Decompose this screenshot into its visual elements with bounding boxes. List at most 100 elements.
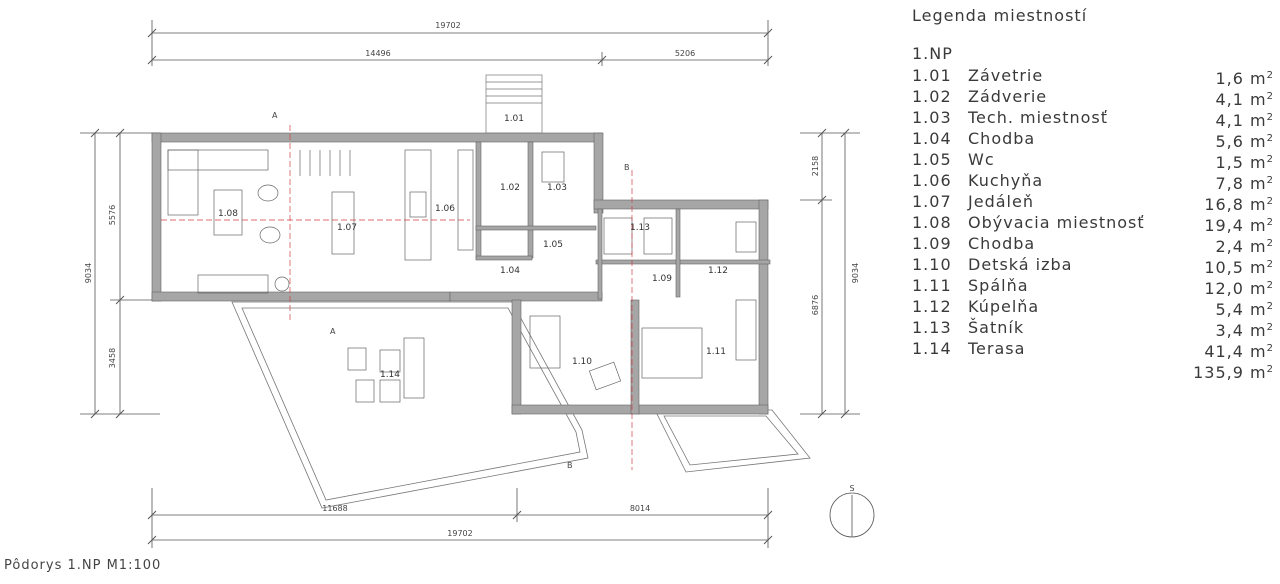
dim-left-upper: 5576 bbox=[108, 205, 117, 225]
legend-room-area-unit: m bbox=[1250, 300, 1267, 319]
dim-bottom-left: 11688 bbox=[322, 504, 347, 513]
legend-room-area-exp: 2 bbox=[1266, 196, 1274, 207]
legend-room-area: 41,4 m2 bbox=[1196, 338, 1274, 361]
dim-top-total: 19702 bbox=[435, 21, 460, 30]
legend-room-name: Wc bbox=[968, 150, 995, 169]
room-label-1.14: 1.14 bbox=[380, 370, 400, 380]
walls bbox=[151, 132, 771, 415]
north-arrow: S bbox=[829, 484, 875, 538]
legend-room-area-exp: 2 bbox=[1266, 175, 1274, 186]
section-lines bbox=[161, 125, 633, 470]
legend-room-area: 4,1 m2 bbox=[1196, 107, 1274, 130]
section-mark-a-bottom: A bbox=[330, 327, 336, 336]
legend-room-area: 1,6 m2 bbox=[1196, 65, 1274, 88]
dim-right-lower: 6876 bbox=[811, 295, 820, 315]
legend-total: 135,9 m2 bbox=[912, 359, 1274, 382]
legend-room-number: 1.01 bbox=[912, 66, 952, 85]
legend-room-area-value: 10,5 bbox=[1204, 258, 1244, 277]
legend-room-area: 10,5 m2 bbox=[1196, 254, 1274, 277]
legend-room-number: 1.09 bbox=[912, 234, 952, 253]
legend-room-name: Spálňa bbox=[968, 276, 1029, 295]
legend-room-area-unit: m bbox=[1250, 216, 1267, 235]
dim-right-upper: 2158 bbox=[811, 156, 820, 176]
room-label-1.12: 1.12 bbox=[708, 266, 728, 276]
dim-bottom-right: 8014 bbox=[630, 504, 650, 513]
legend-room-area-value: 16,8 bbox=[1204, 195, 1244, 214]
legend-room-number: 1.05 bbox=[912, 150, 952, 169]
legend-room-name: Obývacia miestnosť bbox=[968, 213, 1145, 232]
legend-room-name: Kúpelňa bbox=[968, 297, 1040, 316]
legend-room-area-exp: 2 bbox=[1266, 301, 1274, 312]
room-label-1.01: 1.01 bbox=[504, 114, 524, 124]
legend-room-area-exp: 2 bbox=[1266, 343, 1274, 354]
legend-room-name: Detská izba bbox=[968, 255, 1073, 274]
floor-plan: 19702 14496 5206 11688 8014 19702 9034 5… bbox=[80, 20, 875, 548]
legend-total-exp: 2 bbox=[1266, 364, 1274, 375]
legend-room-area-exp: 2 bbox=[1266, 238, 1274, 249]
legend-room-area-unit: m bbox=[1250, 342, 1267, 361]
plan-caption: Pôdorys 1.NP M1:100 bbox=[4, 558, 162, 573]
legend-room-number: 1.11 bbox=[912, 276, 952, 295]
legend-room-area-exp: 2 bbox=[1266, 91, 1274, 102]
legend-room-number: 1.13 bbox=[912, 318, 952, 337]
dim-top-left: 14496 bbox=[365, 49, 390, 58]
legend-room-name: Chodba bbox=[968, 129, 1036, 148]
legend-room-area-unit: m bbox=[1250, 153, 1267, 172]
legend-room-number: 1.10 bbox=[912, 255, 952, 274]
entrance-steps bbox=[485, 74, 543, 134]
room-label-1.07: 1.07 bbox=[337, 223, 357, 233]
legend-room-area-exp: 2 bbox=[1266, 280, 1274, 291]
legend-room-name: Zádverie bbox=[968, 87, 1048, 106]
legend-room-area-unit: m bbox=[1250, 195, 1267, 214]
legend-room-name: Kuchyňa bbox=[968, 171, 1044, 190]
legend-room-area-exp: 2 bbox=[1266, 217, 1274, 228]
dim-bottom-total: 19702 bbox=[447, 529, 472, 538]
legend-room-area-value: 41,4 bbox=[1204, 342, 1244, 361]
legend-room-area-value: 19,4 bbox=[1204, 216, 1244, 235]
legend-room-number: 1.04 bbox=[912, 129, 952, 148]
legend-room-name: Šatník bbox=[968, 318, 1025, 337]
legend-room-area-unit: m bbox=[1250, 174, 1267, 193]
room-label-1.11: 1.11 bbox=[706, 347, 726, 357]
legend-room-area-exp: 2 bbox=[1266, 154, 1274, 165]
legend-row: 1.08 Obývacia miestnosť 19,4 m2 bbox=[912, 212, 1274, 235]
legend-room-area-value: 12,0 bbox=[1204, 279, 1244, 298]
legend-room-area-value: 4,1 bbox=[1215, 111, 1244, 130]
dimension-ticks bbox=[90, 28, 850, 545]
section-mark-b-bottom: B bbox=[567, 461, 573, 470]
legend-room-number: 1.03 bbox=[912, 108, 952, 127]
legend-room-number: 1.02 bbox=[912, 87, 952, 106]
legend-room-area-value: 5,4 bbox=[1215, 300, 1244, 319]
legend-row: 1.11 Spálňa 12,0 m2 bbox=[912, 275, 1274, 298]
dim-left-lower: 3458 bbox=[108, 348, 117, 368]
legend-room-area-unit: m bbox=[1250, 237, 1267, 256]
legend-room-area-unit: m bbox=[1250, 279, 1267, 298]
legend-room-number: 1.08 bbox=[912, 213, 952, 232]
dim-right-total: 9034 bbox=[851, 263, 860, 283]
legend-room-name: Chodba bbox=[968, 234, 1036, 253]
legend-room-area: 1,5 m2 bbox=[1196, 149, 1274, 172]
dim-left-total: 9034 bbox=[84, 263, 93, 283]
legend-room-area-unit: m bbox=[1250, 111, 1267, 130]
legend-room-area-unit: m bbox=[1250, 132, 1267, 151]
furniture bbox=[167, 149, 757, 403]
legend-room-area-exp: 2 bbox=[1266, 70, 1274, 81]
dimension-lines bbox=[80, 20, 860, 548]
legend-total-area: 135,9 bbox=[1193, 363, 1244, 382]
legend-room-number: 1.14 bbox=[912, 339, 952, 358]
legend-room-area-unit: m bbox=[1250, 69, 1267, 88]
legend-room-area-value: 1,6 bbox=[1215, 69, 1244, 88]
legend-room-area: 19,4 m2 bbox=[1196, 212, 1274, 235]
legend-room-area-exp: 2 bbox=[1266, 259, 1274, 270]
legend-room-area-value: 3,4 bbox=[1215, 321, 1244, 340]
legend-title: Legenda miestností bbox=[912, 6, 1088, 25]
legend-room-area-value: 5,6 bbox=[1215, 132, 1244, 151]
